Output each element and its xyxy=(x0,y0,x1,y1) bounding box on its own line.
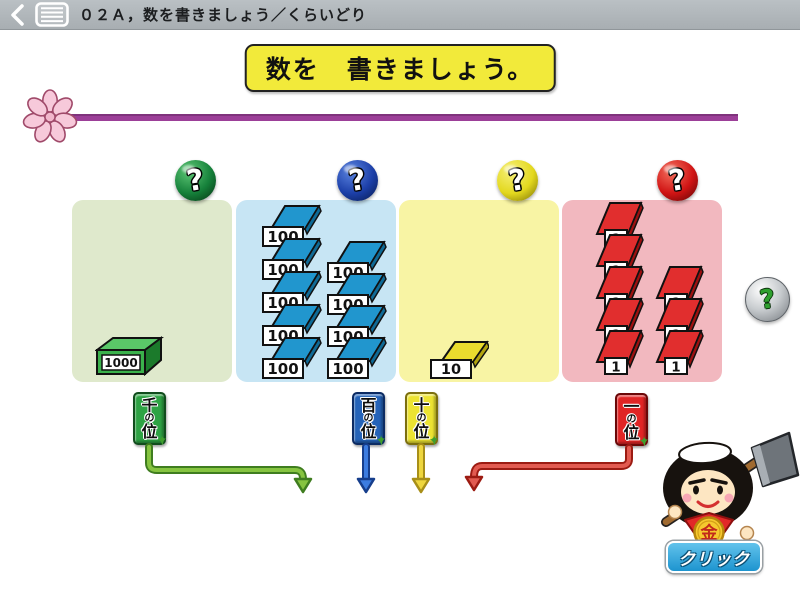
sprout-icon xyxy=(430,435,438,445)
svg-text:100: 100 xyxy=(332,360,363,378)
top-bar: ０２Ａ，数を書きましょう／くらいどり xyxy=(0,0,800,30)
svg-text:1: 1 xyxy=(611,360,620,376)
help-button[interactable]: ? xyxy=(745,277,790,322)
menu-button[interactable] xyxy=(35,2,69,27)
block-100: 100 xyxy=(326,239,388,289)
block-100: 100 xyxy=(261,335,323,382)
question-ball-hundreds[interactable]: ? xyxy=(337,160,378,201)
sakura-flower-icon xyxy=(22,89,78,143)
block-100: 100 xyxy=(261,269,323,319)
svg-text:10: 10 xyxy=(441,362,461,378)
tag-char: 位 xyxy=(623,422,640,442)
tag-char: 千 xyxy=(141,395,158,415)
breadcrumb-title: ０２Ａ，数を書きましょう／くらいどり xyxy=(79,6,368,24)
block-1000: 1000 xyxy=(94,336,165,380)
tag-char: 一 xyxy=(623,396,640,416)
tag-char: の xyxy=(363,412,374,424)
list-icon xyxy=(35,2,69,27)
sprout-icon xyxy=(158,435,166,445)
tag-char: 十 xyxy=(413,395,430,415)
place-tag-ones: 一 の 位 xyxy=(615,393,648,446)
place-tag-thousands: 千 の 位 xyxy=(133,392,166,445)
sprout-icon xyxy=(377,435,385,445)
block-100: 100 xyxy=(261,236,323,286)
kin-emblem: 金 xyxy=(700,523,719,544)
block-100: 100 xyxy=(326,335,388,382)
page-title: 数を 書きましょう。 xyxy=(244,44,556,92)
svg-text:100: 100 xyxy=(267,360,298,378)
question-mark: ? xyxy=(346,161,369,199)
divider-line xyxy=(48,114,738,121)
tag-char: 位 xyxy=(141,421,158,441)
block-100: 100 xyxy=(326,303,388,353)
question-ball-tens[interactable]: ? xyxy=(497,160,538,201)
arrow-thousands xyxy=(145,443,313,494)
question-mark: ? xyxy=(184,161,207,199)
panel-tens: 10 xyxy=(399,200,559,382)
back-button[interactable] xyxy=(9,3,25,27)
arrow-tens xyxy=(411,443,431,494)
click-button[interactable]: クリック xyxy=(666,541,762,573)
svg-text:1000: 1000 xyxy=(104,356,137,370)
tag-char: 位 xyxy=(413,421,430,441)
place-tag-hundreds: 百 の 位 xyxy=(352,392,385,445)
panel-ones: 1 1 1 1 1 1 1 1 xyxy=(562,200,722,382)
question-ball-ones[interactable]: ? xyxy=(657,160,698,201)
tag-char: 位 xyxy=(360,421,377,441)
panel-thousands: 1000 xyxy=(72,200,232,382)
chevron-left-icon xyxy=(11,3,24,26)
tag-char: 百 xyxy=(360,395,377,415)
block-1: 1 xyxy=(649,328,709,380)
arrow-ones xyxy=(464,444,633,492)
click-button-label: クリック xyxy=(678,549,750,570)
svg-text:1: 1 xyxy=(671,360,680,376)
block-1: 1 xyxy=(589,328,649,380)
question-mark: ? xyxy=(757,283,778,316)
question-ball-thousands[interactable]: ? xyxy=(175,160,216,201)
tag-char: の xyxy=(144,412,155,424)
kintaro-character: 金 xyxy=(661,431,800,555)
tag-char: の xyxy=(416,412,427,424)
question-mark: ? xyxy=(666,161,689,199)
place-tag-tens: 十 の 位 xyxy=(405,392,438,445)
question-mark: ? xyxy=(506,161,529,199)
tag-char: の xyxy=(626,413,637,425)
arrow-hundreds xyxy=(356,443,376,494)
block-10: 10 xyxy=(429,340,490,382)
panel-hundreds: 100 100 100 100 100 100 100 100 100 xyxy=(236,200,396,382)
sprout-icon xyxy=(640,436,648,446)
